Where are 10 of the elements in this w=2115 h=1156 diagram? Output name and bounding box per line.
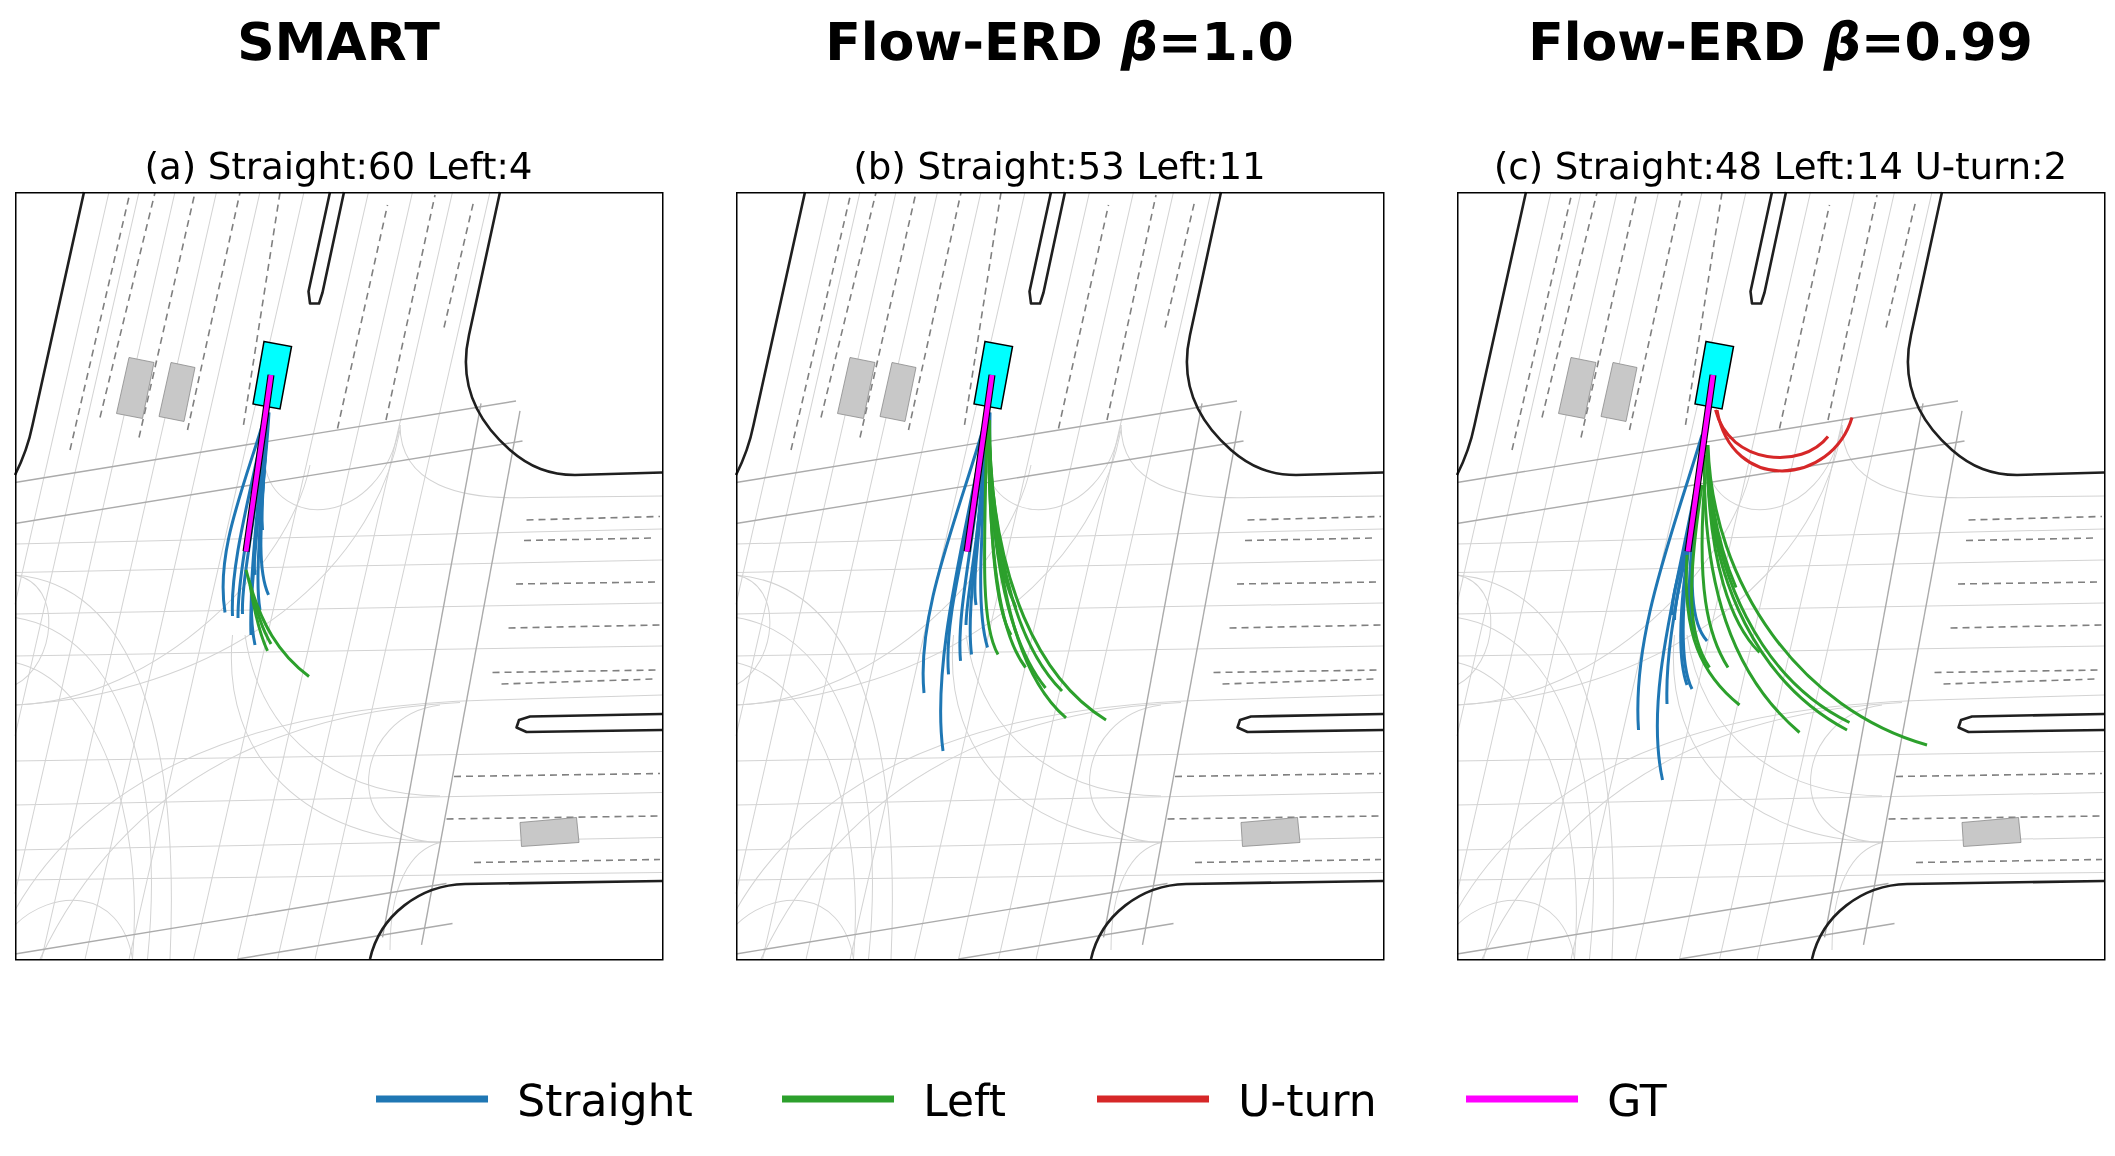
panel-title: SMART	[240, 21, 440, 61]
panel-subtitle: (b) Straight:53 Left:11	[856, 150, 1263, 187]
panel-subtitle: (a) Straight:60 Left:4	[147, 150, 531, 187]
legend-label: Straight	[520, 1082, 692, 1126]
panel-subtitle: (c) Straight:48 Left:14 U-turn:2	[1497, 150, 2064, 187]
legend-label: U-turn	[1242, 1083, 1373, 1117]
legend-label: Left	[927, 1082, 1005, 1117]
panel-title: Flow-ERD β=1.0	[830, 19, 1292, 71]
panel-title: Flow-ERD β=0.99	[1532, 19, 2030, 71]
legend-label: GT	[1609, 1083, 1667, 1117]
